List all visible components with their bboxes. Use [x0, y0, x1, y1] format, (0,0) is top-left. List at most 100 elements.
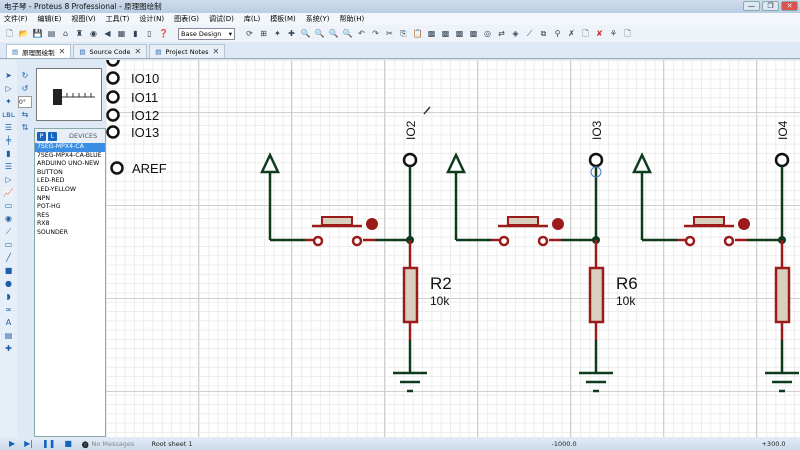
block-copy-icon[interactable]: ▩	[427, 29, 436, 38]
text-icon[interactable]: A	[5, 318, 12, 327]
refresh-icon[interactable]: ⟳	[246, 29, 253, 38]
decompose-icon[interactable]: ⟋	[526, 29, 533, 38]
gerber-icon[interactable]: ▦	[117, 29, 126, 38]
pick-device-icon[interactable]: ◎	[484, 29, 491, 38]
remove-sheet-icon[interactable]: ✘	[596, 29, 603, 38]
device-item[interactable]: 7SEG-MPX4-CA-BLUE	[37, 151, 102, 159]
rotate-cw-icon[interactable]: ↻	[21, 71, 29, 80]
redo-icon[interactable]: ↷	[372, 29, 379, 38]
menu-item[interactable]: 系统(Y)	[305, 15, 330, 23]
restore-button[interactable]: ❐	[762, 1, 779, 11]
menu-item[interactable]: 设计(N)	[139, 15, 165, 23]
pin-icon[interactable]: ▷	[5, 175, 12, 184]
rotation-field[interactable]: 0°	[18, 96, 32, 108]
netlist-icon[interactable]: ⚘	[609, 29, 618, 38]
messages-status[interactable]: No Messages	[91, 439, 135, 448]
junction-icon[interactable]: ✦	[5, 97, 12, 106]
minimize-button[interactable]: —	[743, 1, 760, 11]
paste-icon[interactable]: 📋	[412, 29, 423, 38]
device-item[interactable]: SOUNDER	[37, 228, 68, 236]
tab-1[interactable]: ▤Source Code✕	[73, 44, 148, 58]
close-tab-icon[interactable]: ✕	[212, 47, 220, 56]
block-delete-icon[interactable]: ▩	[469, 29, 478, 38]
line-icon[interactable]: ╱	[6, 253, 11, 262]
wire-label-icon[interactable]: ʟʙʟ	[2, 110, 15, 119]
block-rotate-icon[interactable]: ▩	[455, 29, 464, 38]
symbol-icon[interactable]: ▤	[4, 331, 13, 340]
menu-item[interactable]: 图表(G)	[174, 15, 199, 23]
pick-devices-button[interactable]: P	[37, 131, 46, 141]
library-manager-button[interactable]: L	[48, 131, 57, 141]
speaker-icon[interactable]: ◀	[104, 29, 111, 38]
menu-item[interactable]: 工具(T)	[105, 15, 130, 23]
device-item[interactable]: ARDUINO UNO-NEW	[37, 160, 100, 168]
menu-item[interactable]: 库(L)	[243, 15, 261, 23]
block-move-icon[interactable]: ▩	[441, 29, 450, 38]
new-sheet-icon[interactable]: 🗋	[582, 29, 589, 38]
select-mode-icon[interactable]: ➤	[5, 71, 12, 80]
design-select[interactable]: Base Design	[178, 27, 235, 40]
menu-item[interactable]: 文件(F)	[4, 15, 28, 23]
menu-item[interactable]: 帮助(H)	[339, 15, 365, 23]
subcircuit-icon[interactable]: ▮	[6, 149, 11, 158]
tab-2[interactable]: ▤Project Notes✕	[149, 44, 226, 58]
instrument-icon[interactable]: ▭	[4, 240, 13, 249]
make-device-icon[interactable]: ⇄	[498, 29, 505, 38]
rotate-ccw-icon[interactable]: ↺	[21, 84, 29, 93]
new-file-icon[interactable]: 🗋	[6, 29, 13, 38]
circle-icon[interactable]: ●	[5, 279, 12, 288]
close-tab-icon[interactable]: ✕	[134, 47, 142, 56]
notes-icon[interactable]: ▯	[147, 29, 152, 38]
cut-icon[interactable]: ✂	[386, 29, 393, 38]
origin-icon[interactable]: ✦	[274, 29, 281, 38]
search-icon[interactable]: ⚲	[554, 29, 561, 38]
home-icon[interactable]: ⌂	[62, 29, 69, 38]
undo-icon[interactable]: ↶	[358, 29, 365, 38]
text-script-icon[interactable]: ☰	[4, 123, 13, 132]
pcb-icon[interactable]: ◉	[90, 29, 97, 38]
copy-icon[interactable]: ⎘	[400, 29, 407, 38]
menu-item[interactable]: 调试(D)	[209, 15, 234, 23]
generator-icon[interactable]: ◉	[5, 214, 12, 223]
zoom-area-icon[interactable]: 🔍	[342, 29, 353, 38]
open-folder-icon[interactable]: 📂	[18, 29, 29, 38]
tab-0[interactable]: ▤原理图绘制✕	[6, 44, 72, 58]
mirror-x-icon[interactable]: ⇆	[21, 110, 29, 119]
device-item[interactable]: NPN	[37, 194, 50, 202]
device-item[interactable]: LED-RED	[37, 177, 65, 185]
play-button[interactable]: ▶	[9, 439, 16, 448]
import-icon[interactable]: ▤	[47, 29, 56, 38]
help-icon[interactable]: ❓	[158, 29, 169, 38]
zoom-all-icon[interactable]: 🔍	[328, 29, 339, 38]
marker-icon[interactable]: ✚	[5, 344, 12, 353]
bom-icon[interactable]: ▮	[133, 29, 138, 38]
electrical-check-icon[interactable]: 🗋	[624, 29, 631, 38]
grid-icon[interactable]: ⊞	[260, 29, 267, 38]
device-item[interactable]: 7SEG-MPX4-CA	[35, 143, 105, 152]
wire-autorouter-icon[interactable]: ⧉	[540, 29, 547, 38]
menu-item[interactable]: 视图(V)	[71, 15, 96, 23]
path-icon[interactable]: ∞	[5, 305, 12, 314]
property-tool-icon[interactable]: ✗	[568, 29, 575, 38]
device-item[interactable]: POT-HG	[37, 203, 61, 211]
zoom-in-icon[interactable]: 🔍	[300, 29, 311, 38]
device-item[interactable]: RX8	[37, 220, 50, 228]
stop-button[interactable]: ■	[64, 439, 72, 448]
zoom-out-icon[interactable]: 🔍	[314, 29, 325, 38]
mirror-y-icon[interactable]: ⇅	[21, 123, 29, 132]
save-icon[interactable]: 💾	[32, 29, 43, 38]
device-item[interactable]: RES	[37, 211, 50, 219]
pan-icon[interactable]: ✚	[288, 29, 295, 38]
component-icon[interactable]: ♜	[75, 29, 84, 38]
packaging-icon[interactable]: ◈	[512, 29, 519, 38]
bus-icon[interactable]: ╪	[6, 136, 11, 145]
box-icon[interactable]: ■	[4, 266, 13, 275]
device-item[interactable]: BUTTON	[37, 168, 63, 176]
overview-preview[interactable]	[36, 68, 102, 121]
close-tab-icon[interactable]: ✕	[58, 47, 66, 56]
terminal-icon[interactable]: ☰	[4, 162, 13, 171]
close-button[interactable]: ✕	[781, 1, 798, 11]
menu-item[interactable]: 模板(M)	[270, 15, 296, 23]
